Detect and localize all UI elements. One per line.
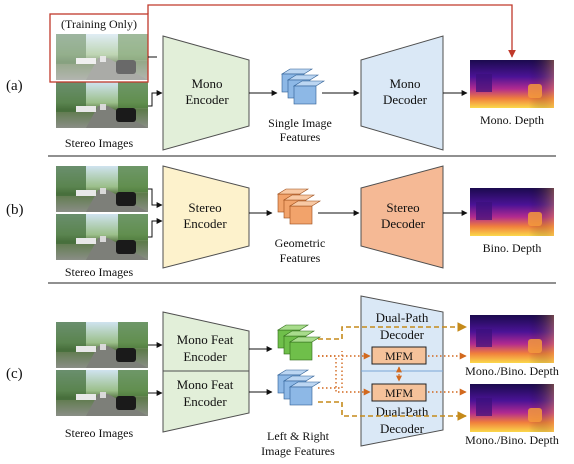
row-b-decoder-line1: Stereo	[386, 200, 419, 215]
row-a-decoder-line1: Mono	[389, 76, 420, 91]
row-c-mfm-bottom	[371, 383, 427, 402]
row-c-encoder-top-line2: Encoder	[183, 349, 227, 364]
training-only-box	[49, 13, 149, 83]
row-b-right-image	[56, 214, 148, 260]
row-a-decoder-line2: Decoder	[383, 92, 428, 107]
row-b-stereo-decoder	[360, 165, 444, 269]
row-b-label: (b)	[6, 202, 24, 218]
row-b-arrow-left	[148, 188, 163, 208]
row-b-encoder-line2: Encoder	[183, 216, 227, 231]
row-c-encoder-top-line1: Mono Feat	[177, 332, 234, 347]
row-b-features-line1: Geometric	[275, 236, 326, 250]
row-a-input-images	[56, 34, 148, 128]
row-b-arrow-right	[148, 218, 163, 238]
row-b-depth-map	[470, 188, 554, 236]
row-c-decoder-top-line2: Decoder	[380, 327, 425, 342]
row-b-features-line2: Features	[280, 251, 321, 265]
row-b-left-image	[56, 166, 148, 212]
row-c-output-bottom-caption: Mono./Bino. Depth	[465, 433, 559, 447]
row-a-features-line2: Features	[280, 130, 321, 144]
row-c-output-top-caption: Mono./Bino. Depth	[465, 364, 559, 378]
row-b-stereo-encoder	[162, 165, 250, 269]
row-c: (c) Stereo Images Mono Feat Encoder Mono…	[6, 295, 559, 458]
row-a-output-caption: Mono. Depth	[480, 113, 544, 127]
row-a-mono-decoder	[360, 35, 444, 151]
row-a-features-line1: Single Image	[268, 116, 332, 130]
training-supervision-arrow	[147, 4, 516, 58]
row-c-depth-map-top	[470, 315, 554, 363]
row-c-input-caption: Stereo Images	[65, 426, 134, 440]
row-b: (b) Stereo Images Stereo Encoder Geometr…	[6, 165, 554, 279]
row-a-encoder-line1: Mono	[191, 76, 222, 91]
row-a-input-caption: Stereo Images	[65, 136, 134, 150]
row-a-label: (a)	[6, 78, 23, 94]
row-c-mfm-bottom-label: MFM	[385, 386, 413, 400]
row-a-right-image	[56, 82, 148, 128]
row-c-encoder-bottom-line1: Mono Feat	[177, 377, 234, 392]
row-b-output-caption: Bino. Depth	[483, 241, 542, 255]
row-c-features-line1: Left & Right	[267, 429, 330, 443]
row-c-cross-right-to-top	[318, 351, 343, 389]
row-a-mono-encoder	[162, 35, 250, 151]
row-b-feature-stack	[277, 188, 321, 225]
row-a-arrow-to-encoder	[148, 90, 163, 107]
training-only-note: (Training Only)	[61, 17, 137, 31]
row-c-left-image	[56, 322, 148, 368]
row-c-features-line2: Image Features	[261, 444, 335, 458]
row-c-encoder-bottom-line2: Encoder	[183, 394, 227, 409]
row-c-mono-path-bottom	[318, 401, 467, 421]
row-c-cross-left-to-bottom	[318, 355, 371, 396]
row-c-mfm-top-label: MFM	[385, 349, 413, 363]
row-a-encoder-line2: Encoder	[185, 92, 229, 107]
row-c-right-image	[56, 370, 148, 416]
row-c-depth-map-bottom	[470, 384, 554, 432]
row-b-decoder-line2: Decoder	[381, 216, 426, 231]
row-a-feature-stack	[281, 68, 325, 105]
row-c-left-feature-stack	[277, 324, 321, 361]
row-a: (a) (Training Only) Stereo Images Mono E…	[6, 4, 554, 151]
row-b-encoder-line1: Stereo	[188, 200, 221, 215]
row-c-decoder-top-line1: Dual-Path	[376, 310, 429, 325]
row-c-mfm-top	[371, 346, 427, 365]
row-a-depth-map	[470, 60, 554, 108]
row-c-decoder-bottom-line2: Decoder	[380, 421, 425, 436]
row-c-mono-path-top	[318, 322, 467, 340]
row-c-mono-feat-encoder	[162, 311, 250, 433]
row-b-input-caption: Stereo Images	[65, 265, 134, 279]
row-c-right-feature-stack	[277, 369, 321, 406]
row-c-label: (c)	[6, 366, 23, 382]
